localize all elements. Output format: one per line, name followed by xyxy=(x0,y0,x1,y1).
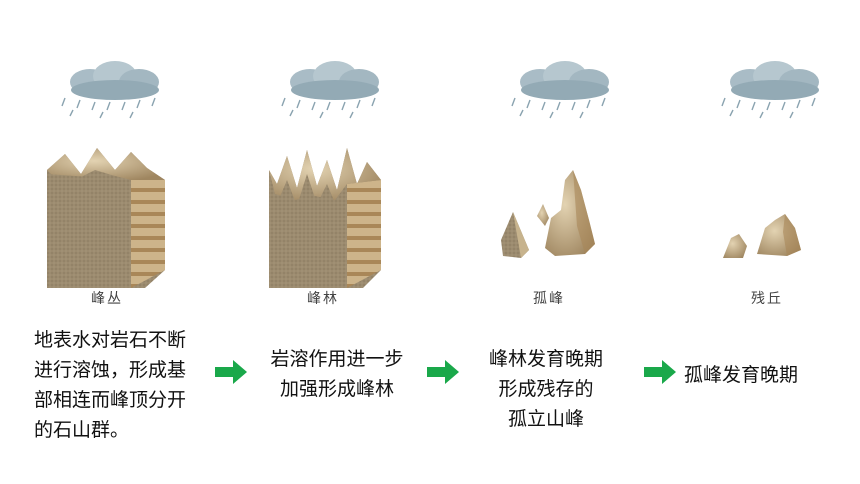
stage-label: 峰丛 xyxy=(91,291,123,307)
stage-peak-cluster: 峰丛 xyxy=(35,60,195,320)
description-line: 部相连而峰顶分开 xyxy=(34,389,187,411)
arrow-right-icon xyxy=(215,360,247,384)
description-line: 地表水对岩石不断 xyxy=(34,329,187,351)
arrow-right-icon xyxy=(427,360,459,384)
rain-cloud-icon xyxy=(721,61,819,119)
description-isolated-peak: 峰林发育晚期 形成残存的 孤立山峰 xyxy=(466,344,626,434)
rain-cloud-icon xyxy=(281,61,379,119)
peak-forest-block-icon xyxy=(269,148,381,288)
description-line: 岩溶作用进一步 xyxy=(270,348,404,370)
isolated-peak-icon xyxy=(501,170,595,258)
stage-label: 孤峰 xyxy=(533,291,565,307)
stage-residual-hill: 残丘 xyxy=(695,60,855,320)
description-line: 形成残存的 xyxy=(498,378,594,400)
description-peak-cluster: 地表水对岩石不断 进行溶蚀，形成基 部相连而峰顶分开 的石山群。 xyxy=(34,325,214,445)
rain-cloud-icon xyxy=(61,61,159,119)
description-peak-forest: 岩溶作用进一步 加强形成峰林 xyxy=(257,344,417,404)
description-line: 的石山群。 xyxy=(34,419,130,441)
peak-cluster-block-icon xyxy=(47,148,165,288)
description-line: 孤峰发育晚期 xyxy=(684,364,799,386)
stage-label: 残丘 xyxy=(751,291,783,307)
rain-cloud-icon xyxy=(511,61,609,119)
description-line: 孤立山峰 xyxy=(507,408,584,430)
description-line: 加强形成峰林 xyxy=(279,378,394,400)
stage-label: 峰林 xyxy=(307,291,339,307)
description-residual-hill: 孤峰发育晚期 xyxy=(684,360,834,390)
residual-hill-icon xyxy=(723,214,801,258)
description-line: 峰林发育晚期 xyxy=(488,348,603,370)
stage-isolated-peak: 孤峰 xyxy=(485,60,645,320)
description-line: 进行溶蚀，形成基 xyxy=(34,359,187,381)
arrow-right-icon xyxy=(644,360,676,384)
stage-peak-forest: 峰林 xyxy=(255,60,415,320)
